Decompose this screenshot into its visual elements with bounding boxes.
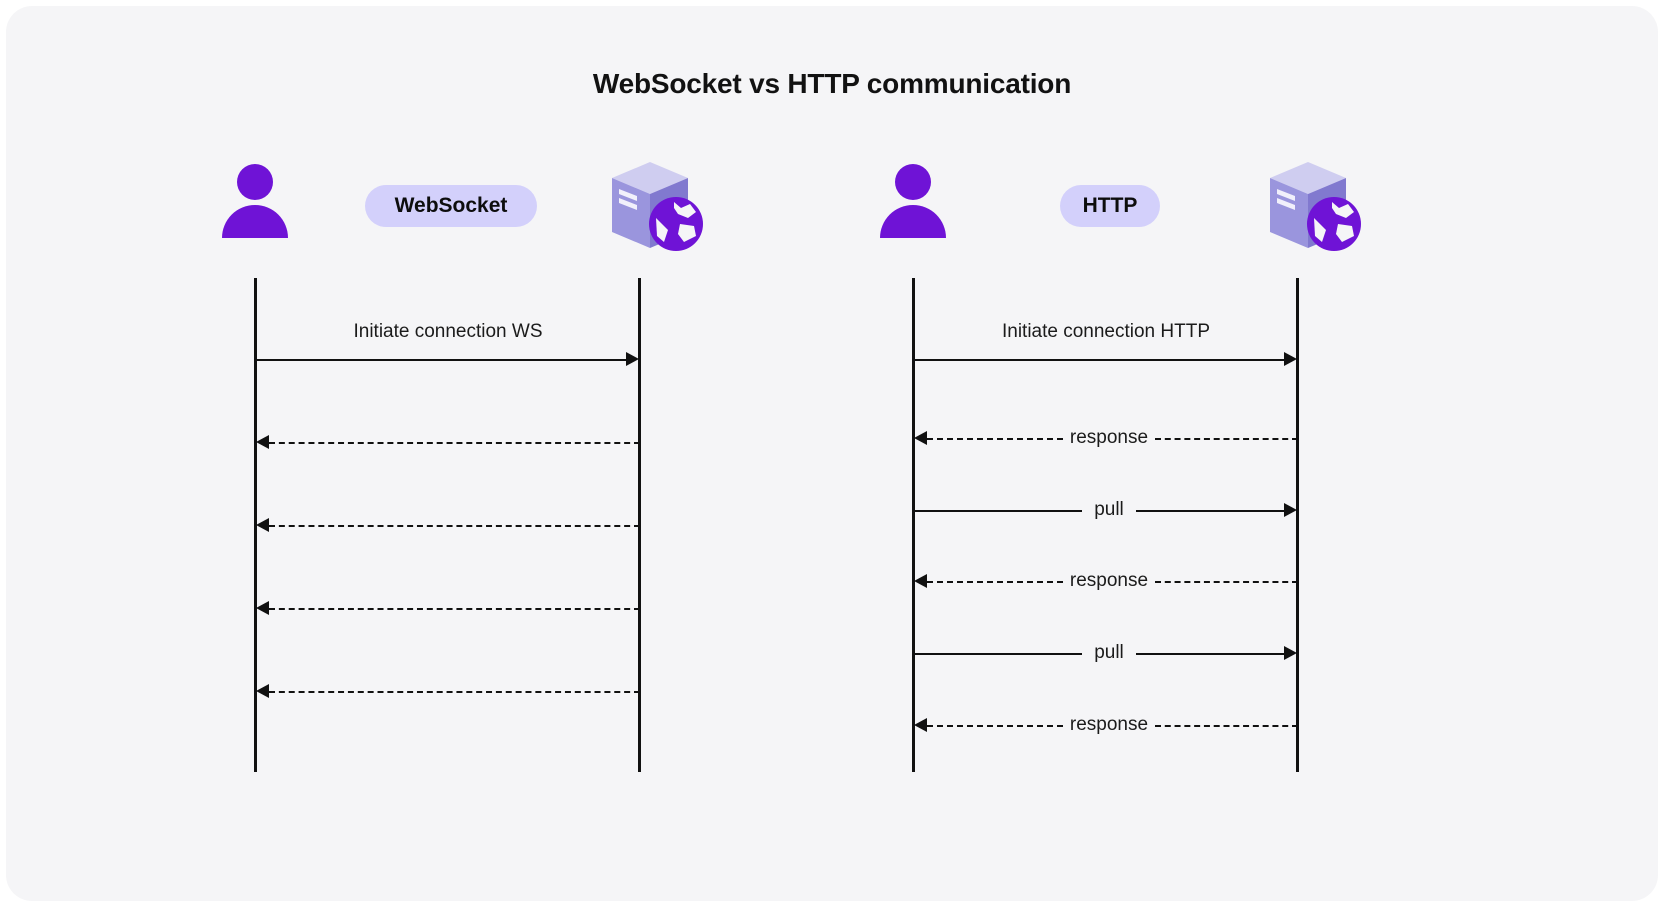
message-line-right — [1155, 725, 1298, 727]
message-line-left — [927, 438, 1063, 440]
http-client-actor — [878, 158, 964, 248]
arrow-left-icon — [914, 431, 927, 445]
arrow-left-icon — [256, 601, 269, 615]
protocol-pill-websocket[interactable]: WebSocket — [365, 185, 537, 227]
arrow-left-icon — [914, 574, 927, 588]
message-http-initiate: Initiate connection HTTP — [914, 321, 1298, 373]
server-globe-graphic — [1270, 162, 1361, 251]
message-line-left — [927, 581, 1063, 583]
person-icon — [878, 158, 948, 244]
message-line-right — [1155, 438, 1298, 440]
person-body-icon — [222, 205, 288, 238]
websocket-client-lifeline — [254, 278, 257, 772]
page-title: WebSocket vs HTTP communication — [592, 68, 1072, 99]
arrow-left-icon — [914, 718, 927, 732]
message-label: Initiate connection HTTP — [1001, 321, 1211, 342]
message-http-pull-1: pull — [914, 498, 1298, 524]
arrow-left-icon — [256, 435, 269, 449]
message-http-response-2: response — [914, 569, 1298, 595]
message-line — [269, 525, 640, 527]
arrow-right-icon — [1284, 352, 1297, 366]
message-line-right — [1136, 653, 1284, 655]
message-line-left — [927, 725, 1063, 727]
message-ws-push-3 — [256, 596, 640, 622]
message-ws-push-1 — [256, 430, 640, 456]
person-head-icon — [237, 164, 273, 200]
websocket-client-actor — [220, 158, 306, 248]
server-globe-graphic — [612, 162, 703, 251]
arrow-right-icon — [626, 352, 639, 366]
arrow-right-icon — [1284, 503, 1297, 517]
message-line — [256, 359, 627, 361]
message-line — [269, 608, 640, 610]
message-line — [914, 359, 1285, 361]
message-http-response-1: response — [914, 426, 1298, 452]
message-ws-initiate: Initiate connection WS — [256, 321, 640, 373]
message-label: response — [1069, 570, 1149, 591]
protocol-pill-http[interactable]: HTTP — [1060, 185, 1160, 227]
arrow-left-icon — [256, 518, 269, 532]
diagram-board: WebSocket vs HTTP communication WebSocke… — [6, 6, 1658, 901]
server-globe-icon — [1262, 156, 1362, 252]
message-label: pull — [1094, 642, 1124, 663]
message-label: Initiate connection WS — [353, 321, 543, 342]
message-line-left — [914, 510, 1082, 512]
message-line-right — [1136, 510, 1284, 512]
message-label: response — [1069, 714, 1149, 735]
http-client-lifeline — [912, 278, 915, 772]
message-http-pull-2: pull — [914, 641, 1298, 667]
message-http-response-3: response — [914, 713, 1298, 739]
person-head-icon — [895, 164, 931, 200]
message-line-right — [1155, 581, 1298, 583]
message-ws-push-2 — [256, 513, 640, 539]
message-label: pull — [1094, 499, 1124, 520]
message-ws-push-4 — [256, 679, 640, 705]
message-line-left — [914, 653, 1082, 655]
message-line — [269, 442, 640, 444]
message-label: response — [1069, 427, 1149, 448]
person-body-icon — [880, 205, 946, 238]
arrow-right-icon — [1284, 646, 1297, 660]
arrow-left-icon — [256, 684, 269, 698]
person-icon — [220, 158, 290, 244]
message-line — [269, 691, 640, 693]
http-server-lifeline — [1296, 278, 1299, 772]
server-globe-icon — [604, 156, 704, 252]
